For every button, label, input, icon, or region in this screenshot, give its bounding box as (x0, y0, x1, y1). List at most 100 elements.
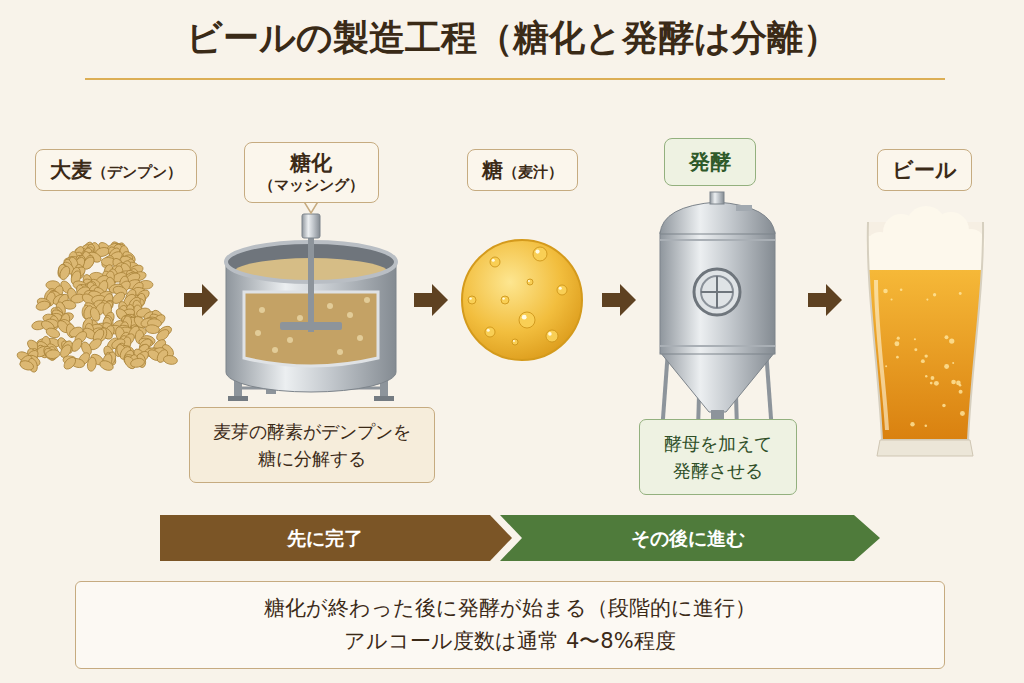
flow-arrow (808, 284, 842, 316)
node-text: 麦芽の酵素がデンプンを糖に分解する (212, 418, 412, 472)
mash-particle (364, 297, 370, 303)
beer-bubble (951, 380, 956, 385)
summary-box: 糖化が終わった後に発酵が始まる（段階的に進行）アルコール度数は通常 4〜8%程度 (75, 581, 945, 668)
manway (694, 269, 740, 315)
mash-tun (226, 200, 396, 401)
wort-circle (462, 240, 582, 360)
glass-base (877, 440, 973, 456)
bubble-highlight (513, 340, 515, 342)
beer-bubble (925, 375, 927, 377)
beer-bubble (926, 299, 928, 301)
node-text: 糖化（マッシング） (259, 150, 364, 195)
beer-bubble (959, 384, 962, 387)
flow-arrow (184, 284, 218, 316)
barley-pile (16, 240, 178, 373)
bubble (533, 247, 547, 261)
beer-bubble (900, 288, 903, 291)
bubble (519, 312, 535, 328)
beer-bubble (914, 338, 916, 340)
bubble (501, 296, 509, 304)
mash-particle (357, 335, 363, 341)
beer-bubble (897, 337, 900, 340)
callout-label: 糖化（マッシング） (244, 142, 379, 203)
beer-bubble (925, 424, 928, 427)
tank-foot (228, 396, 248, 401)
barley-grain (163, 354, 178, 365)
beer-bubble (934, 381, 939, 386)
beer-bubble (959, 292, 962, 295)
beer-bubble (931, 376, 935, 380)
barley-grain (62, 355, 78, 371)
stirrer-shaft (308, 236, 314, 332)
note-box: 酵母を加えて発酵させる (639, 419, 797, 495)
barley-grain (35, 300, 51, 312)
beer-bubble (959, 390, 963, 394)
beer-bubble (921, 359, 925, 363)
barley-grain (86, 357, 97, 372)
band-arrow (160, 515, 512, 561)
beer-glass (860, 206, 990, 456)
bubble (527, 279, 533, 285)
node-text: アルコール度数は通常 4〜8%程度 (92, 625, 928, 658)
bubble-highlight (502, 297, 504, 299)
beer-bubble (910, 422, 914, 426)
beer-bubble (942, 404, 945, 407)
timeline-band: 先に完了 (160, 515, 512, 561)
bubble-highlight (548, 332, 552, 336)
tank-seam (660, 239, 775, 241)
beer-bubble (896, 356, 899, 359)
tank-cone (660, 352, 775, 412)
foam-bubble (957, 229, 985, 257)
bubble-highlight (487, 329, 490, 332)
title-rule (85, 78, 945, 80)
bubble (512, 339, 518, 345)
tank-body (660, 232, 775, 354)
fermenter-tank (660, 192, 775, 432)
stirrer-paddle (280, 322, 342, 330)
manway-inner (701, 276, 733, 308)
node-text: 大麦（デンプン） (50, 157, 182, 183)
mash-particle (255, 330, 261, 336)
beer-bubble (944, 364, 949, 369)
diagram-title: ビールの製造工程（糖化と発酵は分離） (0, 16, 1024, 59)
mash-particle (337, 349, 343, 355)
stirrer-motor (302, 214, 320, 238)
barley-grain (19, 359, 35, 372)
beer-bubble (930, 382, 933, 385)
beer-bubble (914, 348, 917, 351)
band-arrow (500, 515, 880, 561)
node-text: 糖化が終わった後に発酵が始まる（段階的に進行） (92, 592, 928, 625)
tank-fitting (710, 192, 724, 204)
barley-grain (130, 357, 145, 368)
bubble (485, 327, 495, 337)
beer-bubble (933, 293, 936, 296)
band-label: その後に進む (500, 515, 880, 561)
node-text: 糖（麦汁） (482, 157, 563, 183)
bubble-highlight (559, 287, 562, 290)
tank-dome (660, 202, 775, 234)
mash-particle (297, 315, 303, 321)
beer-bubble (883, 289, 887, 293)
beer-bubble (952, 362, 954, 364)
barley-grain (45, 349, 60, 359)
barley-grain (58, 265, 72, 281)
mash-particle (287, 337, 293, 343)
beer-bubble (945, 335, 949, 339)
beer-bubble (924, 354, 927, 357)
timeline-band: その後に進む (500, 515, 880, 561)
manway-bar (716, 276, 718, 308)
beer-bubble (949, 338, 954, 343)
glass-outline (868, 222, 983, 440)
stage-label: 大麦（デンプン） (35, 149, 197, 191)
tank-pipe (736, 205, 752, 211)
beer-bubble (890, 298, 892, 300)
flow-arrow (414, 284, 448, 316)
mash-particle (347, 312, 353, 318)
bubble-highlight (492, 259, 495, 262)
mash-particle (259, 307, 265, 313)
bubble (557, 285, 567, 295)
node-text: ビール (892, 157, 957, 183)
beer-bubble (894, 341, 899, 346)
barley-grain (98, 359, 114, 372)
